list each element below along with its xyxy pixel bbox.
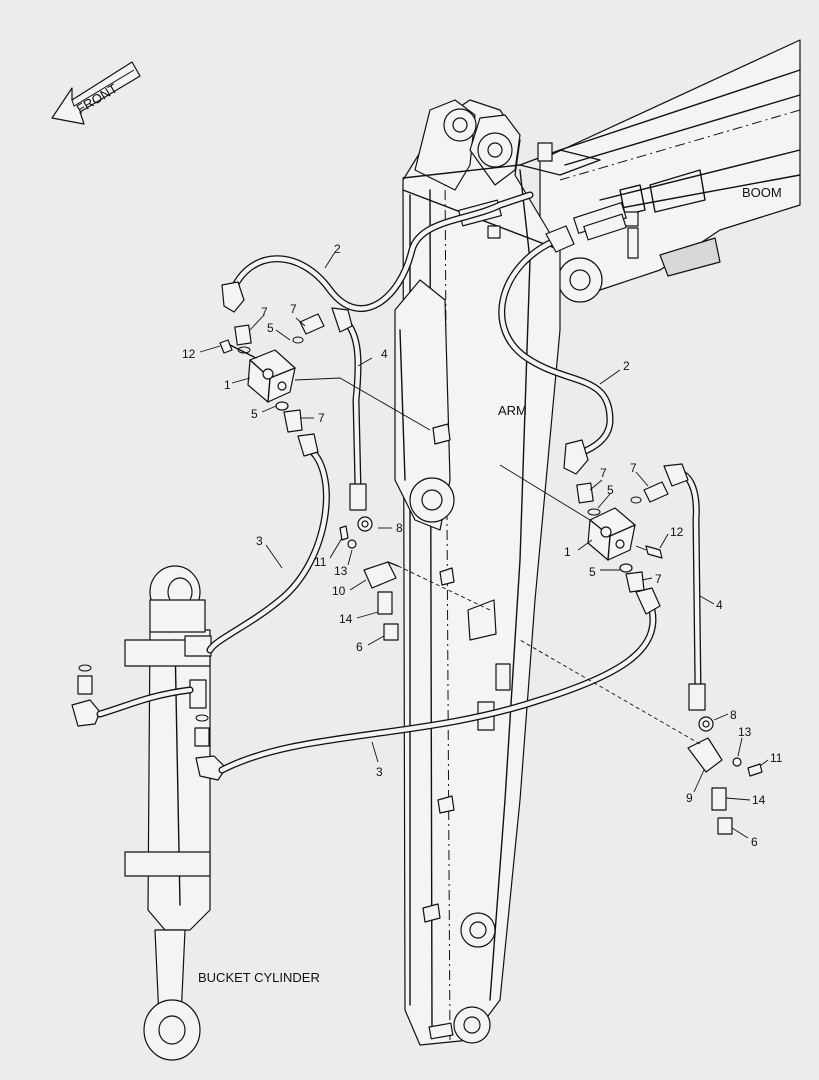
callout-left-hose-4: 4 [381,347,388,361]
arm-structure [394,99,561,1046]
callout-left-bracket-10: 10 [332,584,346,598]
callout-right-hose-2: 2 [623,359,630,373]
callout-right-block-1: 1 [564,545,571,559]
callout-right-bolt-11: 11 [770,751,783,765]
front-arrow-icon: FRONT [51,61,141,125]
callout-left-fitting-7b: 7 [290,302,297,316]
callout-right-fitting-7b: 7 [630,461,637,475]
hose-2-left [221,191,534,313]
callout-left-hose-3: 3 [256,534,263,548]
callout-left-fitting-7c: 7 [318,411,325,425]
callout-right-hose-4: 4 [716,598,723,612]
right-fitting-group [499,464,763,835]
hose-4-right [663,463,706,711]
leader-lines [199,251,769,839]
callout-right-bracket-9: 9 [686,791,693,805]
callout-left-fitting-7a: 7 [261,305,268,319]
hose-3-bottom [218,587,661,774]
callout-numbers: 2 7 7 4 12 5 1 5 7 3 8 11 13 10 14 6 2 7… [182,242,783,849]
callout-left-plug-6: 6 [356,640,363,654]
bucket-cylinder [124,565,212,1061]
callout-right-oring-5b: 5 [589,565,596,579]
callout-right-washer-13: 13 [738,725,752,739]
callout-right-fitting-14: 14 [752,793,766,807]
callout-left-hose-2: 2 [334,242,341,256]
callout-right-plug-6: 6 [751,835,758,849]
cylinder-port-fittings [71,664,227,781]
callout-left-bolt-12: 12 [182,347,196,361]
boom-structure [519,39,801,303]
callout-right-bolt-12: 12 [670,525,684,539]
callout-left-nut-8: 8 [396,521,403,535]
left-fitting-group [219,313,491,641]
callout-right-fitting-7a: 7 [600,466,607,480]
callout-left-oring-5a: 5 [267,321,274,335]
hose-2-right [498,225,614,475]
callout-bottom-hose-3: 3 [376,765,383,779]
hose-3-left [96,433,330,718]
callout-right-fitting-7c: 7 [655,572,662,586]
callout-right-oring-5a: 5 [607,483,614,497]
callout-left-block-1: 1 [224,378,231,392]
callout-left-bolt-11: 11 [314,555,327,569]
bucket-cylinder-label: BUCKET CYLINDER [198,970,320,985]
callout-left-fitting-14: 14 [339,612,353,626]
callout-left-oring-5b: 5 [251,407,258,421]
callout-right-nut-8: 8 [730,708,737,722]
callout-left-washer-13: 13 [334,564,348,578]
boom-label: BOOM [742,185,782,200]
arm-label: ARM [498,403,527,418]
hose-4-left [331,307,367,511]
